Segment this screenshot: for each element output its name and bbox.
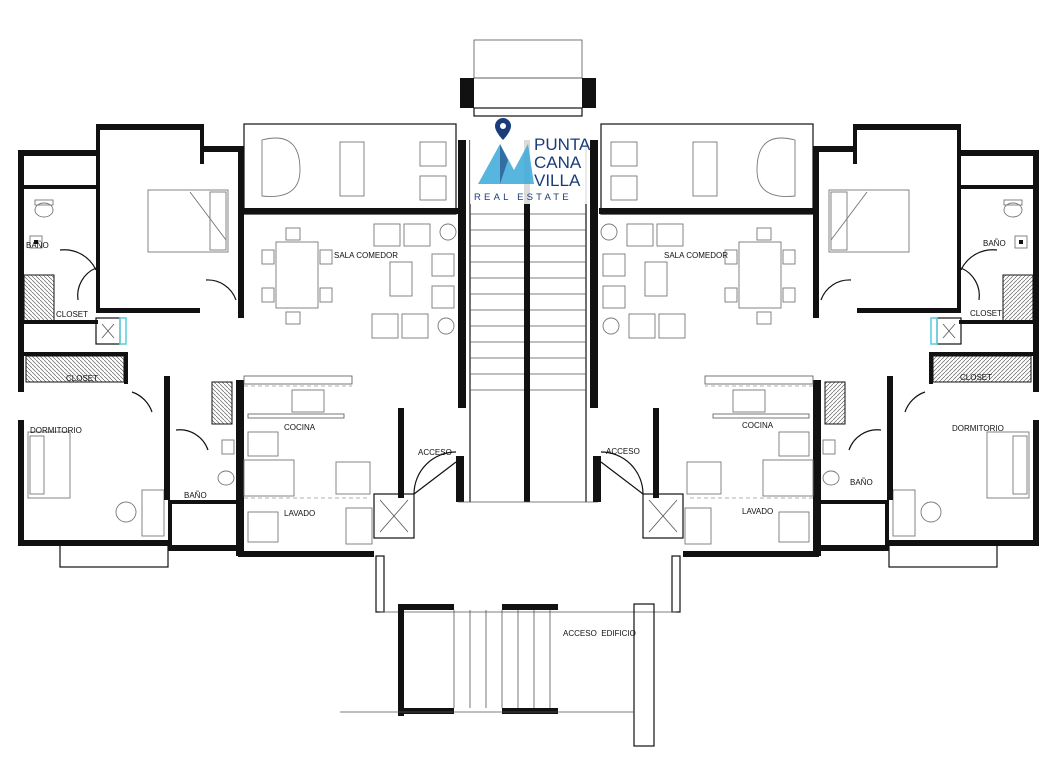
- label-bano-bottom-left: BAÑO: [184, 491, 207, 500]
- label-closet-right: CLOSET: [960, 373, 992, 382]
- label-dormitorio-right: DORMITORIO: [952, 424, 1004, 433]
- left-apartment: [18, 123, 598, 568]
- label-bano-top-right: BAÑO: [983, 239, 1006, 248]
- label-dormitorio-left: DORMITORIO: [30, 426, 82, 435]
- label-bano-top-left: BAÑO: [26, 241, 49, 250]
- label-closet-small-right: CLOSET: [970, 309, 1002, 318]
- label-closet-left: CLOSET: [66, 374, 98, 383]
- brand-logo: PUNTA CANA VILLA REAL ESTATE: [470, 118, 591, 204]
- logo-line1: PUNTA: [534, 135, 591, 154]
- label-sala-left: SALA COMEDOR: [334, 251, 398, 260]
- label-acceso-left: ACCESO: [418, 448, 452, 457]
- label-cocina-right: COCINA: [742, 421, 774, 430]
- central-stair: [458, 39, 598, 502]
- label-bano-bottom-right: BAÑO: [850, 478, 873, 487]
- label-lavado-right: LAVADO: [742, 507, 773, 516]
- building-entrance: [340, 555, 681, 747]
- right-apartment: [593, 123, 1039, 568]
- label-acceso-edificio: ACCESO EDIFICIO: [563, 629, 636, 638]
- label-closet-small-left: CLOSET: [56, 310, 88, 319]
- label-lavado-left: LAVADO: [284, 509, 315, 518]
- label-acceso-right: ACCESO: [606, 447, 640, 456]
- label-cocina-left: COCINA: [284, 423, 316, 432]
- label-sala-right: SALA COMEDOR: [664, 251, 728, 260]
- logo-tagline: REAL ESTATE: [474, 192, 572, 203]
- logo-line3: VILLA: [534, 171, 581, 190]
- location-pin-icon: [495, 118, 511, 140]
- logo-line2: CANA: [534, 153, 582, 172]
